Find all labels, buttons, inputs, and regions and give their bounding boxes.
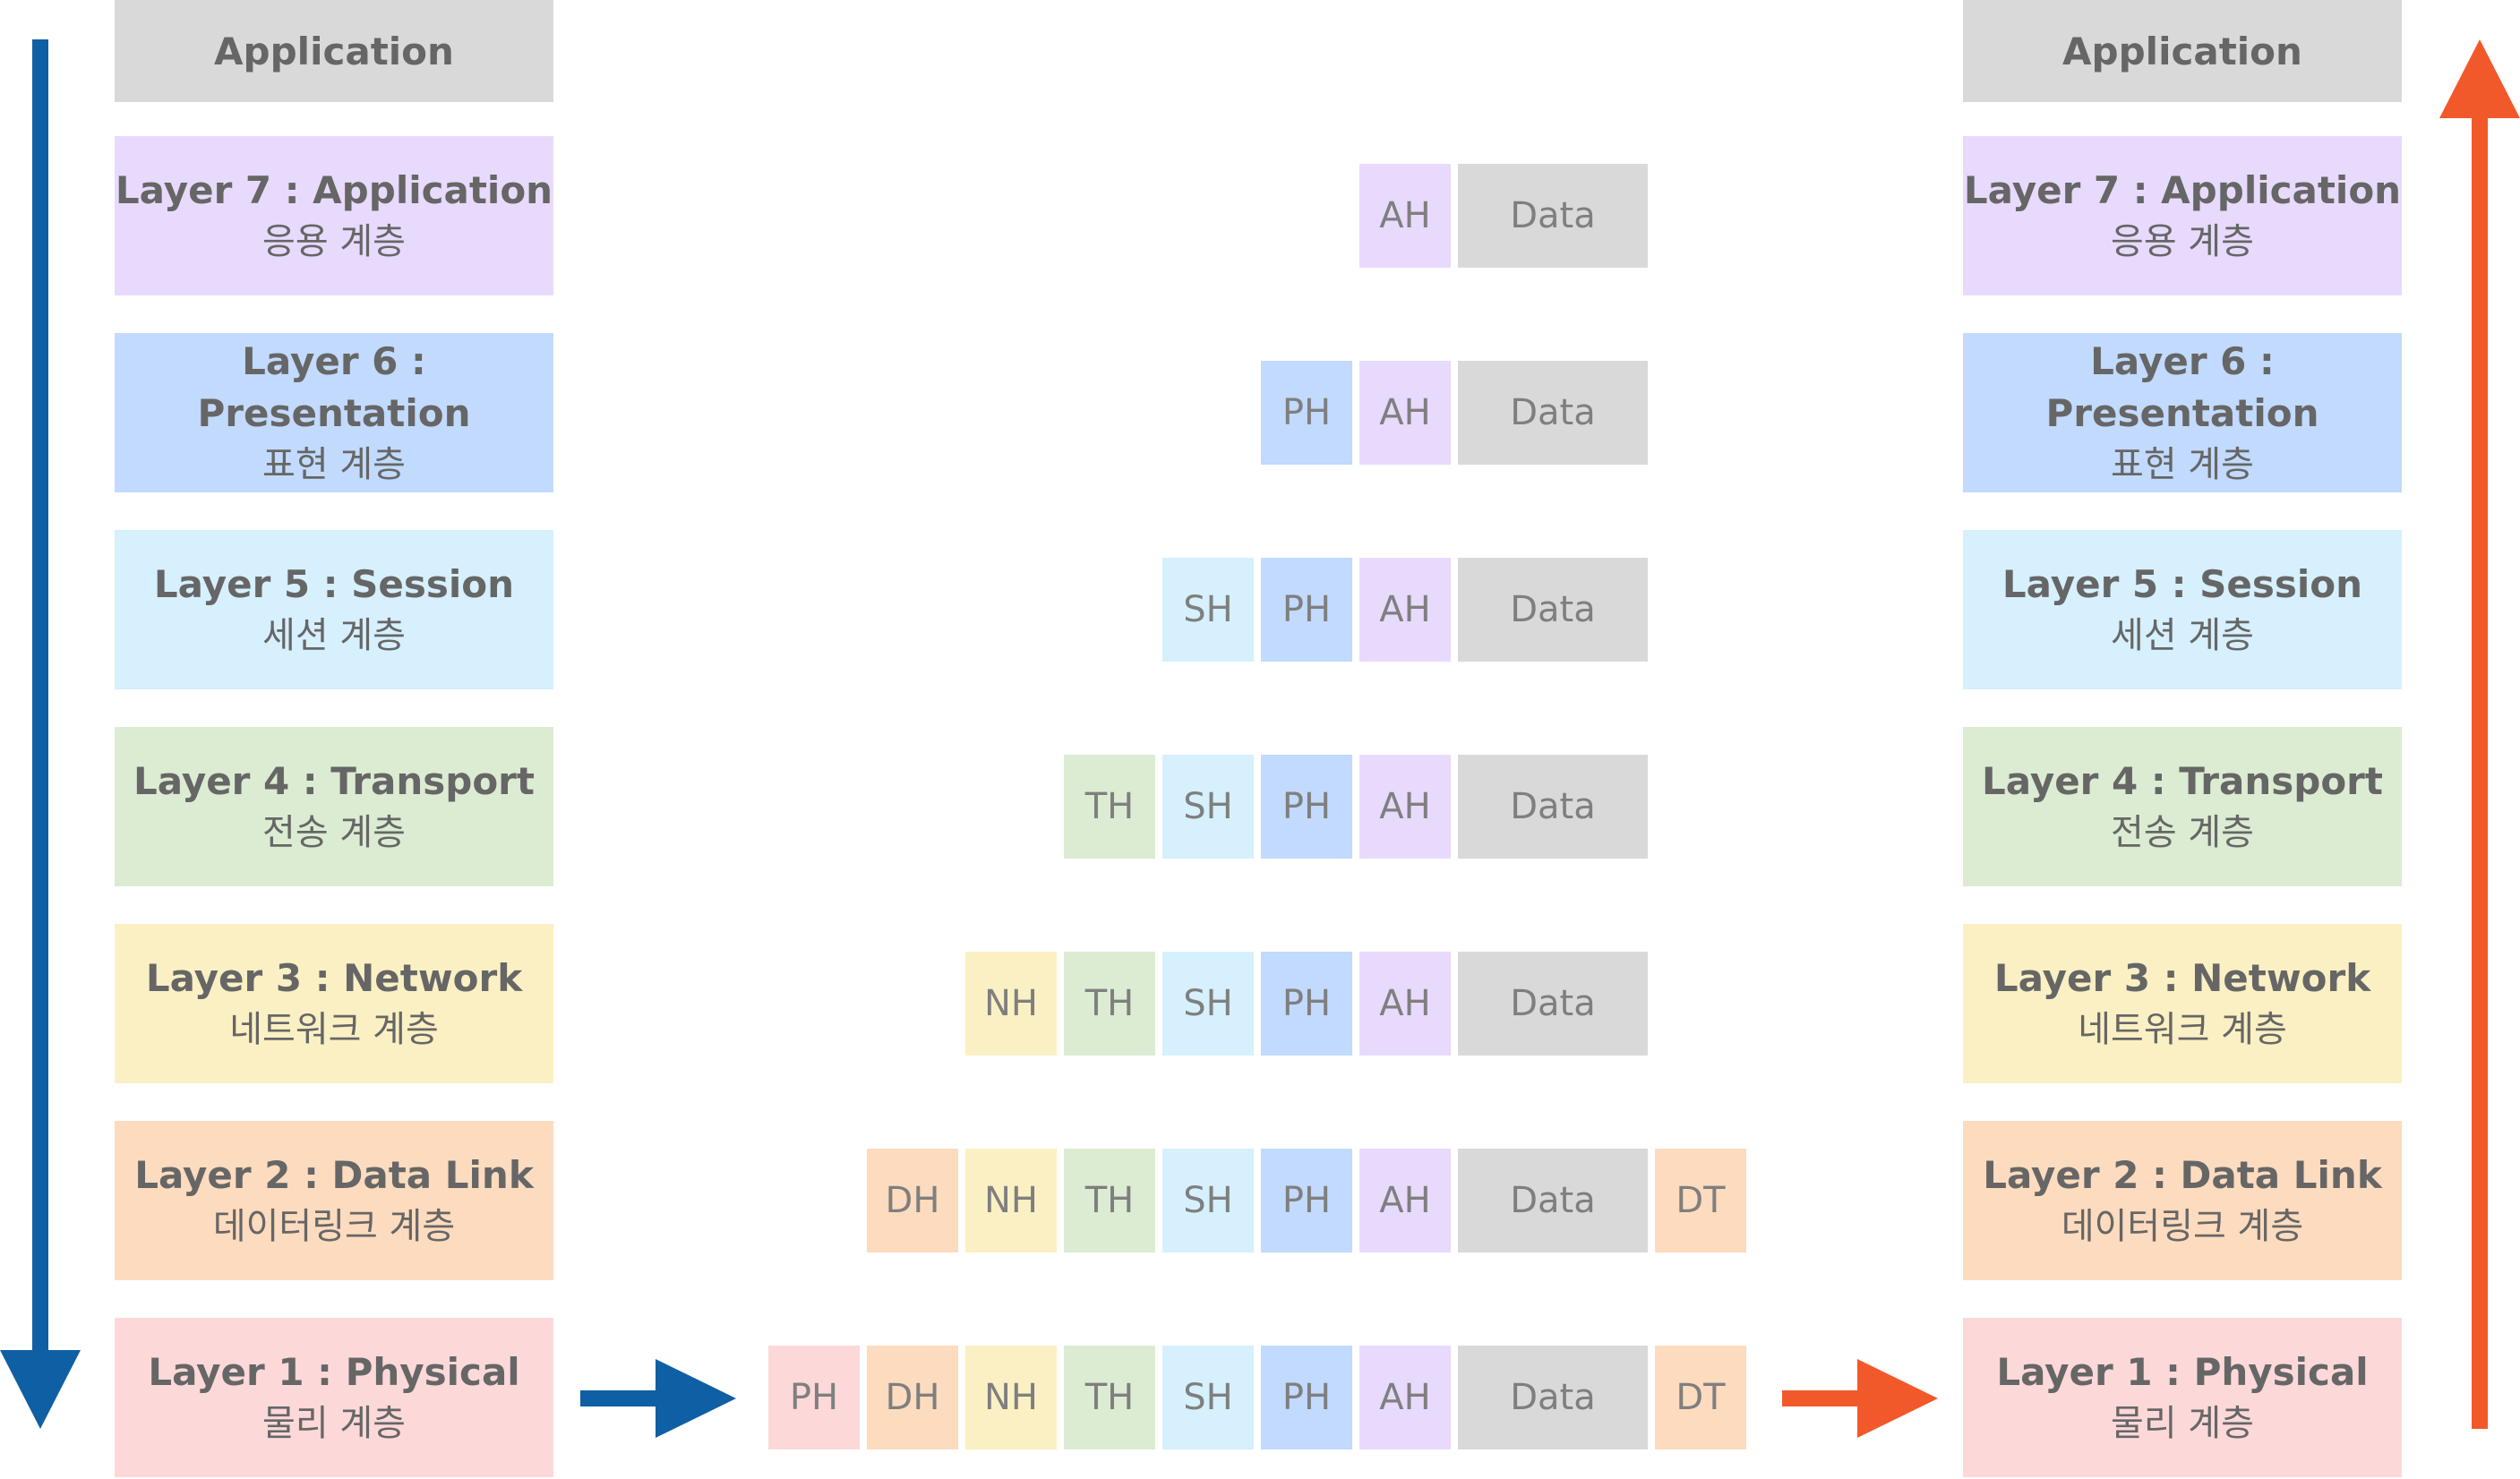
layer-name-korean: 물리 계층 xyxy=(2111,1403,2254,1444)
layer-name: Layer 6 : Presentation xyxy=(197,339,471,435)
send-right-arrow xyxy=(580,1359,736,1438)
row-2-cell-dh: DH xyxy=(867,1149,958,1252)
layer-name-korean: 응용 계층 xyxy=(262,221,406,262)
row-2-cell-dt: DT xyxy=(1655,1149,1746,1252)
row-6-cell-ph: PH xyxy=(1261,361,1352,465)
layer-name-korean: 네트워크 계층 xyxy=(229,1009,439,1050)
row-1-cell-th: TH xyxy=(1064,1346,1155,1449)
receiver-layer-2: Layer 2 : Data Link 데이터링크 계층 xyxy=(1963,1121,2402,1280)
row-1-cell-ph: PH xyxy=(768,1346,860,1449)
sender-layer-4: Layer 4 : Transport 전송 계층 xyxy=(115,727,553,886)
receiver-layer-6: Layer 6 : Presentation 표현 계층 xyxy=(1963,333,2402,492)
row-6-cell-data: Data xyxy=(1458,361,1648,465)
row-3-cell-data: Data xyxy=(1458,952,1648,1056)
sender-layer-3: Layer 3 : Network 네트워크 계층 xyxy=(115,924,553,1083)
receiver-layer-1: Layer 1 : Physical 물리 계층 xyxy=(1963,1318,2402,1477)
row-1-cell-dt: DT xyxy=(1655,1346,1746,1449)
layer-name-korean: 물리 계층 xyxy=(262,1403,406,1444)
row-5-cell-ah: AH xyxy=(1359,558,1451,662)
row-1-cell-nh: NH xyxy=(965,1346,1057,1449)
receiver-layer-3: Layer 3 : Network 네트워크 계층 xyxy=(1963,924,2402,1083)
sender-layer-7: Layer 7 : Application 응용 계층 xyxy=(115,136,553,295)
layer-name: Layer 2 : Data Link xyxy=(1983,1153,2382,1197)
row-4-cell-th: TH xyxy=(1064,755,1155,859)
layer-name-korean: 네트워크 계층 xyxy=(2078,1009,2287,1050)
row-1-cell-dh: DH xyxy=(867,1346,958,1449)
layer-name-korean: 세션 계층 xyxy=(2111,615,2254,656)
row-6-cell-ah: AH xyxy=(1359,361,1451,465)
receiver-application-box: Application xyxy=(1963,0,2402,102)
layer-name: Layer 7 : Application xyxy=(1963,168,2402,212)
row-7-cell-data: Data xyxy=(1458,164,1648,268)
layer-name: Layer 5 : Session xyxy=(2001,562,2363,606)
layer-name-korean: 전송 계층 xyxy=(2111,812,2254,853)
row-2-cell-data: Data xyxy=(1458,1149,1648,1252)
row-4-cell-ah: AH xyxy=(1359,755,1451,859)
layer-name-korean: 데이터링크 계층 xyxy=(2061,1206,2304,1247)
row-3-cell-sh: SH xyxy=(1162,952,1254,1056)
row-3-cell-ph: PH xyxy=(1261,952,1352,1056)
receiver-layer-5: Layer 5 : Session 세션 계층 xyxy=(1963,530,2402,689)
row-3-cell-th: TH xyxy=(1064,952,1155,1056)
layer-name: Layer 3 : Network xyxy=(145,956,523,1000)
layer-name-korean: 표현 계층 xyxy=(262,444,406,485)
row-2-cell-ah: AH xyxy=(1359,1149,1451,1252)
row-1-cell-ph: PH xyxy=(1261,1346,1352,1449)
layer-name: Layer 5 : Session xyxy=(153,562,515,606)
layer-name: Layer 3 : Network xyxy=(1993,956,2371,1000)
row-1-cell-data: Data xyxy=(1458,1346,1648,1449)
layer-name: Layer 4 : Transport xyxy=(133,759,535,803)
row-3-cell-ah: AH xyxy=(1359,952,1451,1056)
sender-layer-6: Layer 6 : Presentation 표현 계층 xyxy=(115,333,553,492)
sender-application-box: Application xyxy=(115,0,553,102)
layer-name: Layer 2 : Data Link xyxy=(134,1153,534,1197)
layer-name: Layer 7 : Application xyxy=(115,168,553,212)
row-7-cell-ah: AH xyxy=(1359,164,1451,268)
layer-name-korean: 세션 계층 xyxy=(262,615,406,656)
sender-layer-1: Layer 1 : Physical 물리 계층 xyxy=(115,1318,553,1477)
receiver-layer-4: Layer 4 : Transport 전송 계층 xyxy=(1963,727,2402,886)
row-2-cell-ph: PH xyxy=(1261,1149,1352,1252)
row-4-cell-sh: SH xyxy=(1162,755,1254,859)
row-4-cell-data: Data xyxy=(1458,755,1648,859)
layer-name: Layer 4 : Transport xyxy=(1982,759,2383,803)
sender-layer-2: Layer 2 : Data Link 데이터링크 계층 xyxy=(115,1121,553,1280)
receive-right-arrow xyxy=(1782,1359,1938,1438)
layer-name-korean: 응용 계층 xyxy=(2111,221,2254,262)
row-3-cell-nh: NH xyxy=(965,952,1057,1056)
row-5-cell-ph: PH xyxy=(1261,558,1352,662)
row-2-cell-th: TH xyxy=(1064,1149,1155,1252)
row-2-cell-nh: NH xyxy=(965,1149,1057,1252)
receiver-layer-7: Layer 7 : Application 응용 계층 xyxy=(1963,136,2402,295)
row-5-cell-data: Data xyxy=(1458,558,1648,662)
layer-name: Layer 6 : Presentation xyxy=(2045,339,2319,435)
sender-layer-5: Layer 5 : Session 세션 계층 xyxy=(115,530,553,689)
layer-name: Layer 1 : Physical xyxy=(1996,1350,2369,1394)
layer-name-korean: 표현 계층 xyxy=(2111,444,2254,485)
layer-name-korean: 데이터링크 계층 xyxy=(212,1206,456,1247)
row-1-cell-sh: SH xyxy=(1162,1346,1254,1449)
send-down-arrow xyxy=(0,39,81,1429)
layer-name-korean: 전송 계층 xyxy=(262,812,406,853)
row-5-cell-sh: SH xyxy=(1162,558,1254,662)
row-4-cell-ph: PH xyxy=(1261,755,1352,859)
layer-name: Layer 1 : Physical xyxy=(148,1350,520,1394)
row-1-cell-ah: AH xyxy=(1359,1346,1451,1449)
receive-up-arrow xyxy=(2439,39,2520,1429)
row-2-cell-sh: SH xyxy=(1162,1149,1254,1252)
